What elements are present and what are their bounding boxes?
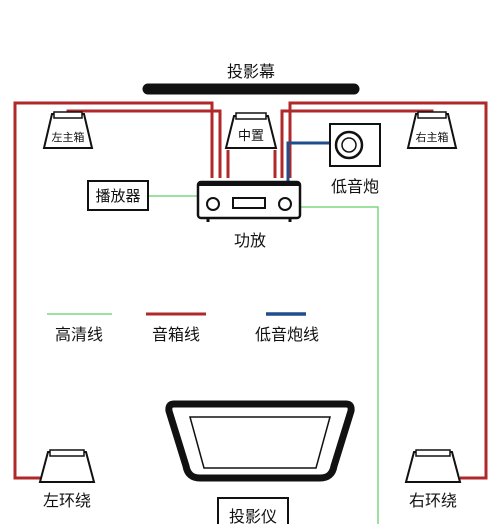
center-label: 中置 — [238, 129, 264, 144]
left-main-speaker: 左主箱 — [42, 111, 94, 149]
player: 播放器 — [87, 180, 149, 211]
speaker-cap — [53, 111, 83, 119]
legend-label-hd: 高清线 — [55, 325, 103, 344]
left-surround-label: 左环绕 — [43, 491, 91, 510]
player-label: 播放器 — [95, 187, 140, 205]
hd-wires — [148, 195, 379, 524]
legend-label-sub: 低音炮线 — [255, 325, 319, 344]
screen-label: 投影幕 — [227, 62, 275, 81]
speaker-cap — [235, 112, 267, 120]
subwoofer: 低音炮 — [329, 123, 381, 196]
amplifier-top-trim — [198, 182, 300, 186]
speaker-cap — [417, 111, 447, 119]
subwoofer-label: 低音炮 — [331, 177, 379, 196]
sofa — [165, 400, 355, 482]
speaker-wires — [13, 101, 488, 480]
center-speaker: 中置 — [224, 112, 278, 149]
projector: 投影仪 — [217, 497, 289, 524]
display-panel — [232, 197, 266, 209]
left-surround-speaker: 左环绕 — [38, 449, 96, 510]
speaker-cap — [415, 449, 451, 457]
sofa-inner — [189, 416, 331, 469]
knob-icon — [278, 197, 292, 211]
right-main-label: 右主箱 — [416, 130, 449, 144]
legend-label-speaker: 音箱线 — [152, 325, 200, 344]
left-main-label: 左主箱 — [52, 130, 85, 144]
speaker-cap — [49, 449, 85, 457]
wire-right-outer — [288, 101, 488, 480]
projector-box — [217, 497, 289, 524]
subwoofer-wire — [286, 141, 330, 182]
legend: 高清线 音箱线 低音炮线 — [47, 312, 319, 344]
hd-wire-projector — [300, 206, 379, 524]
projector-label: 投影仪 — [229, 507, 277, 524]
woofer-cone-inner — [341, 137, 357, 153]
amplifier: 功放 — [196, 180, 302, 250]
player-box — [87, 180, 149, 211]
right-surround-speaker: 右环绕 — [404, 449, 462, 510]
knob-icon — [206, 197, 220, 211]
wire-left-outer — [13, 101, 214, 480]
right-main-speaker: 右主箱 — [406, 111, 458, 149]
amplifier-label: 功放 — [234, 231, 266, 250]
right-surround-label: 右环绕 — [409, 491, 457, 510]
